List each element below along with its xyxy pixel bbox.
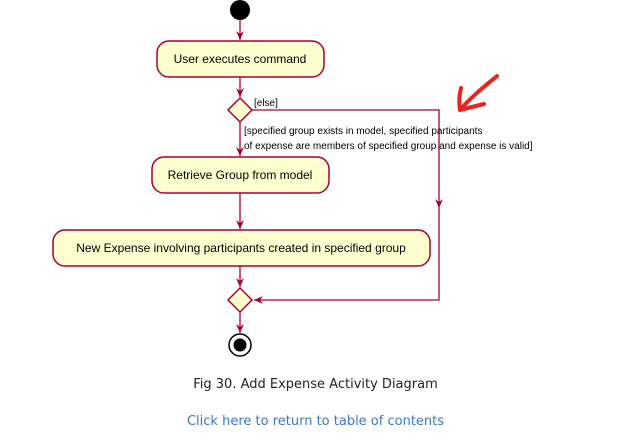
- figure-caption: Fig 30. Add Expense Activity Diagram: [193, 377, 438, 392]
- else-branch-path: [252, 109, 443, 208]
- guard-condition-line2: of expense are members of specified grou…: [244, 141, 533, 152]
- start-node: [230, 0, 250, 20]
- activity-diagram: User executes command [else] [specified …: [52, 0, 533, 357]
- guard-else: [else]: [254, 98, 278, 109]
- decision-node: [226, 96, 254, 124]
- handwritten-arrow-mark: [457, 74, 499, 112]
- else-branch-join: [254, 208, 440, 304]
- guard-condition-line1: [specified group exists in model, specif…: [244, 126, 482, 137]
- end-node-dot: [233, 338, 247, 352]
- action-label-create: New Expense involving participants creat…: [76, 241, 406, 255]
- action-label-execute: User executes command: [174, 52, 307, 66]
- action-node-create: [52, 229, 431, 267]
- merge-node: [226, 286, 254, 314]
- action-label-retrieve: Retrieve Group from model: [168, 168, 313, 182]
- return-to-toc-link[interactable]: Click here to return to table of content…: [186, 414, 445, 429]
